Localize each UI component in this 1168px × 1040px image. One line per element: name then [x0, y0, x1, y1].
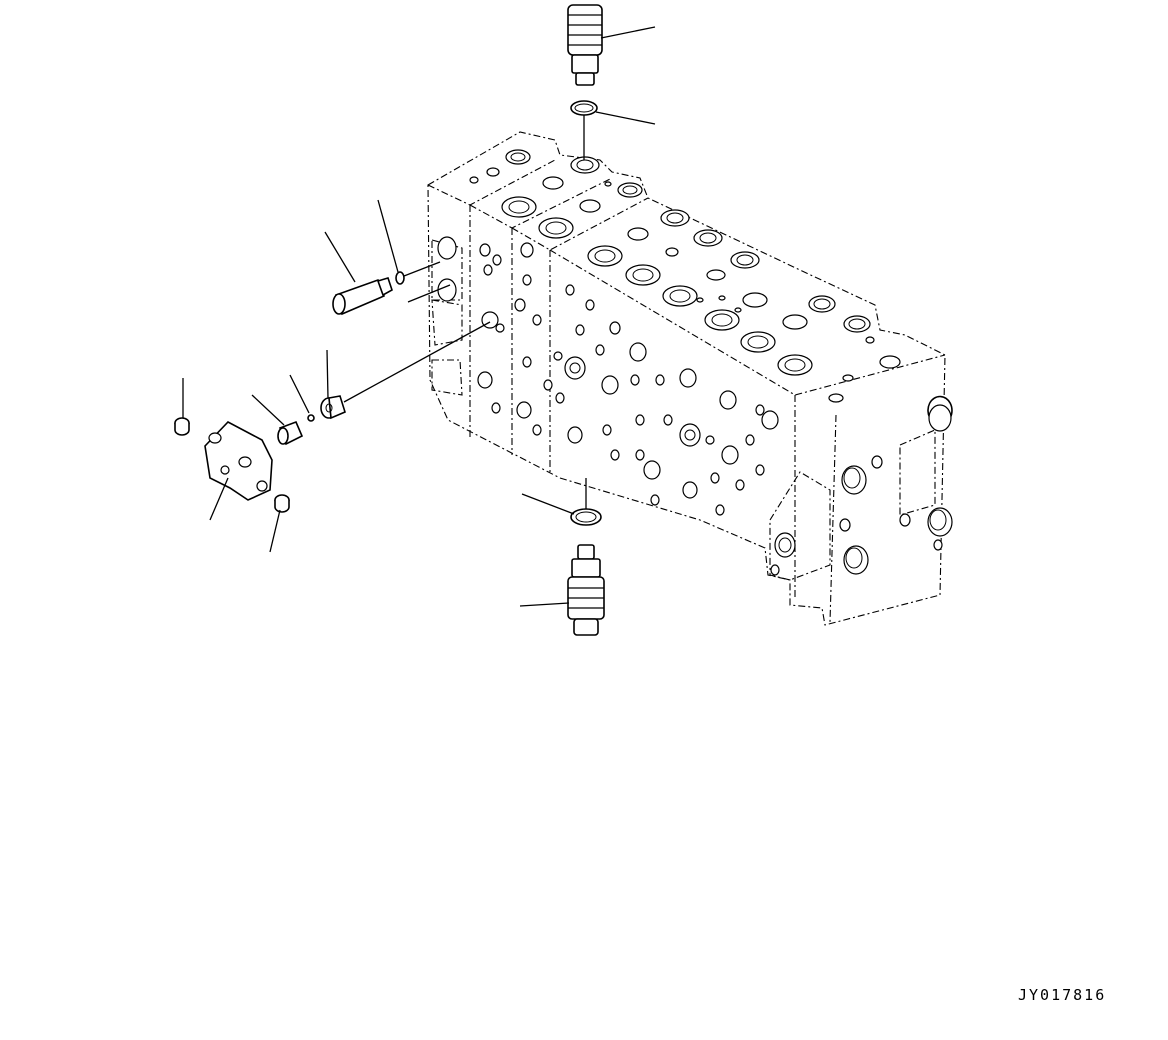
front-face-ports: [437, 236, 779, 516]
relief-valve-top: [567, 4, 656, 86]
bolt-lower: [269, 494, 290, 553]
ball: [289, 374, 315, 422]
spool: [251, 394, 304, 446]
plug: [324, 231, 393, 316]
top-face-ports: [469, 149, 901, 403]
spring-seat: [320, 321, 491, 420]
control-valve-body: [427, 131, 946, 626]
cover: [204, 421, 273, 521]
o-ring-small: [377, 199, 451, 303]
bolt-upper: [174, 378, 190, 436]
o-ring-top: [570, 100, 656, 160]
drawing-code: JY017816: [1018, 986, 1107, 1004]
relief-valve-bottom: [519, 544, 605, 636]
end-cover-bosses: [770, 395, 953, 576]
o-ring-bottom: [521, 478, 602, 526]
